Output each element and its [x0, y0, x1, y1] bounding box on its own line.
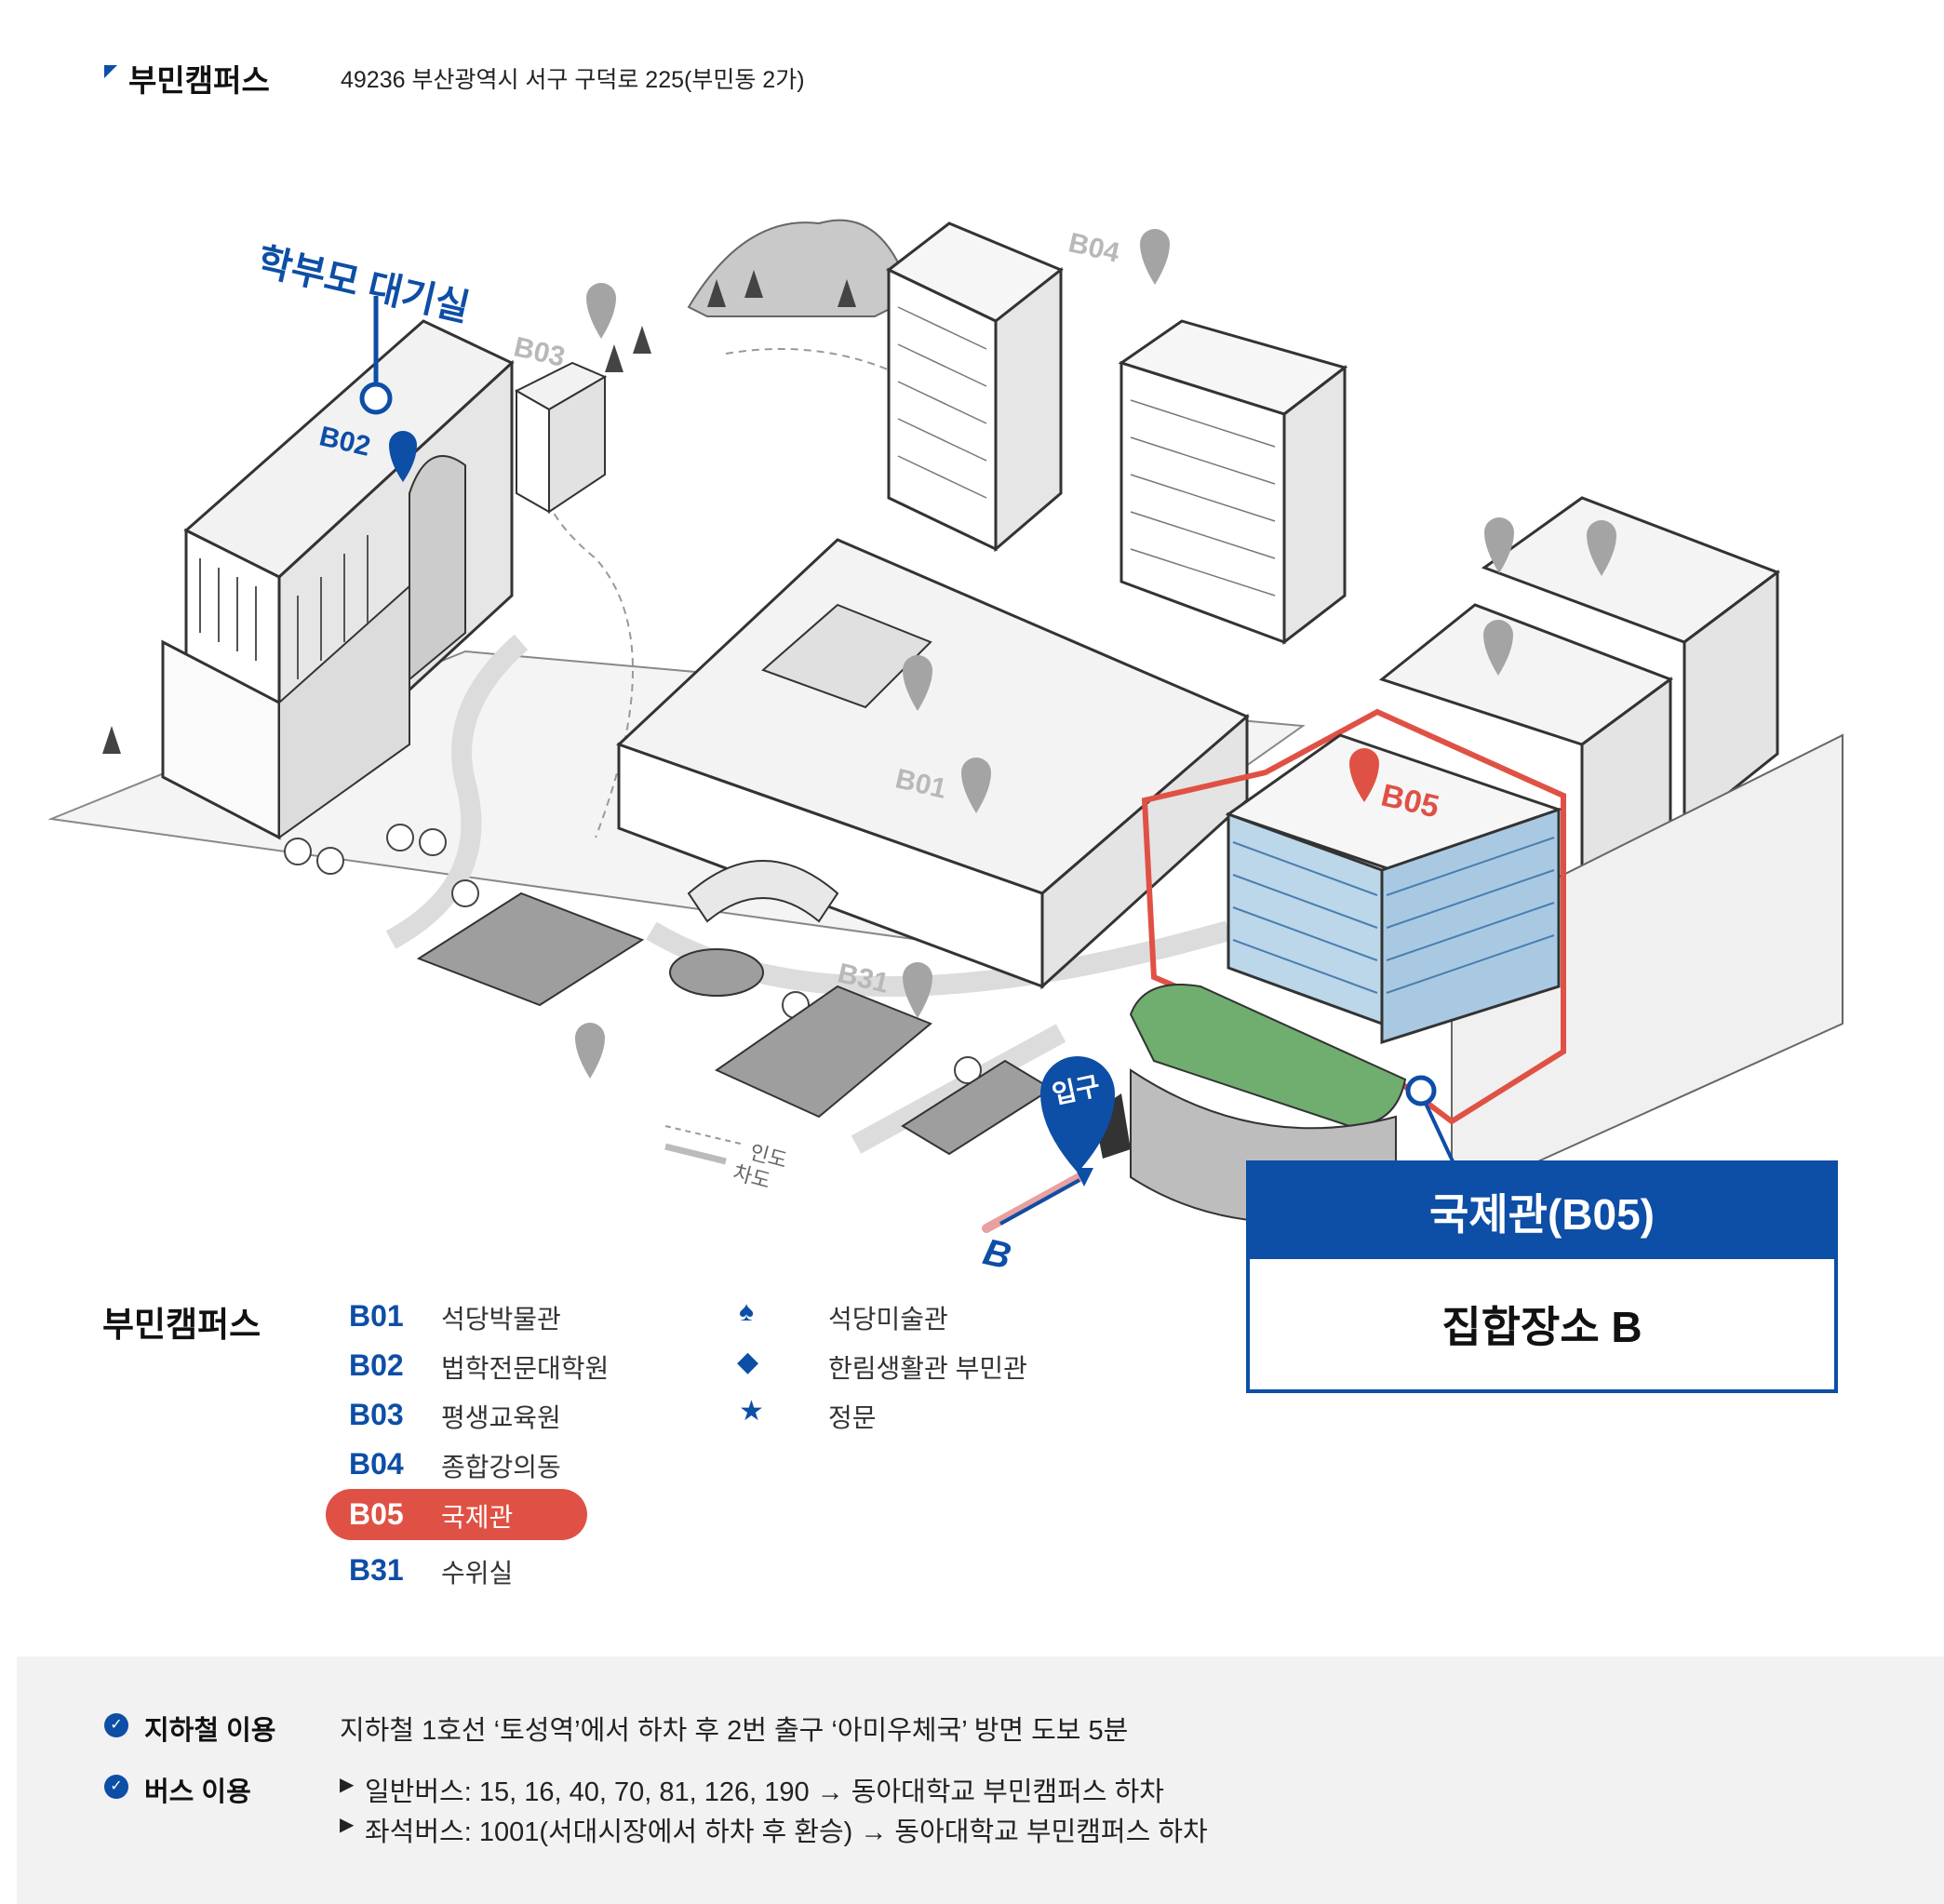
legend-name-b03: 평생교육원 — [441, 1403, 561, 1432]
bus-line-2-bullet-icon: ▶ — [340, 1815, 355, 1835]
header-flag-icon — [104, 65, 117, 78]
legend-name-b01: 석당박물관 — [441, 1305, 561, 1334]
header-title: 부민캠퍼스 — [128, 63, 270, 98]
legend-symbol-name-diamond: 한림생활관 부민관 — [828, 1354, 1027, 1383]
check-icon: ✓ — [104, 1775, 128, 1799]
legend-code-b03: B03 — [349, 1398, 404, 1431]
subway-label: 지하철 이용 — [144, 1716, 276, 1746]
legend-code-b04: B04 — [349, 1447, 404, 1481]
building-b02 — [161, 319, 515, 840]
legend-code-b02: B02 — [349, 1348, 404, 1382]
b05-pin-icon — [1349, 748, 1379, 802]
header-address: 49236 부산광역시 서구 구덕로 225(부민동 2가) — [341, 67, 805, 93]
subway-text: 지하철 1호선 ‘토성역’에서 하차 후 2번 출구 ‘아미우체국’ 방면 도보… — [340, 1716, 1129, 1746]
legend-name-b02: 법학전문대학원 — [441, 1354, 610, 1383]
info-box-title: 국제관(B05) — [1250, 1164, 1834, 1259]
star-icon: ★ — [739, 1396, 764, 1427]
transport-info-panel — [17, 1656, 1944, 1904]
bus-label: 버스 이용 — [144, 1777, 251, 1807]
building-b03 — [514, 361, 608, 514]
info-box-subtitle: 집합장소 B — [1441, 1303, 1642, 1351]
diamond-icon: ◆ — [737, 1347, 759, 1377]
legend-name-b05: 국제관 — [441, 1503, 514, 1532]
b05-info-box: 국제관(B05) 집합장소 B — [1246, 1160, 1838, 1393]
building-b05 — [1093, 708, 1566, 1224]
b02-pin-icon — [389, 431, 417, 482]
bus-line-2: 좌석버스: 1001(서대시장에서 하차 후 환승) → 동아대학교 부민캠퍼스… — [365, 1817, 1208, 1847]
legend-name-b04: 종합강의동 — [441, 1453, 561, 1482]
legend-name-b31: 수위실 — [441, 1559, 514, 1588]
legend-highlight-b05 — [326, 1489, 587, 1540]
legend-title: 부민캠퍼스 — [102, 1306, 261, 1344]
legend-symbol-name-spade: 석당미술관 — [828, 1305, 948, 1334]
building-b04 — [886, 221, 1348, 646]
entrance-pin-icon — [1040, 1056, 1115, 1173]
gray-pins — [575, 229, 1616, 1079]
bus-line-1-bullet-icon: ▶ — [340, 1775, 355, 1795]
legend-code-b01: B01 — [349, 1299, 404, 1333]
legend-symbol-name-star: 정문 — [828, 1403, 877, 1432]
campus-map — [47, 219, 1843, 1233]
bus-line-1: 일반버스: 15, 16, 40, 70, 81, 126, 190 → 동아대… — [365, 1777, 1164, 1807]
legend-code-b05: B05 — [349, 1497, 404, 1531]
check-icon: ✓ — [104, 1713, 128, 1737]
building-dorm — [1378, 496, 1843, 1202]
spade-icon: ♠ — [739, 1296, 754, 1327]
legend-code-b31: B31 — [349, 1553, 404, 1587]
